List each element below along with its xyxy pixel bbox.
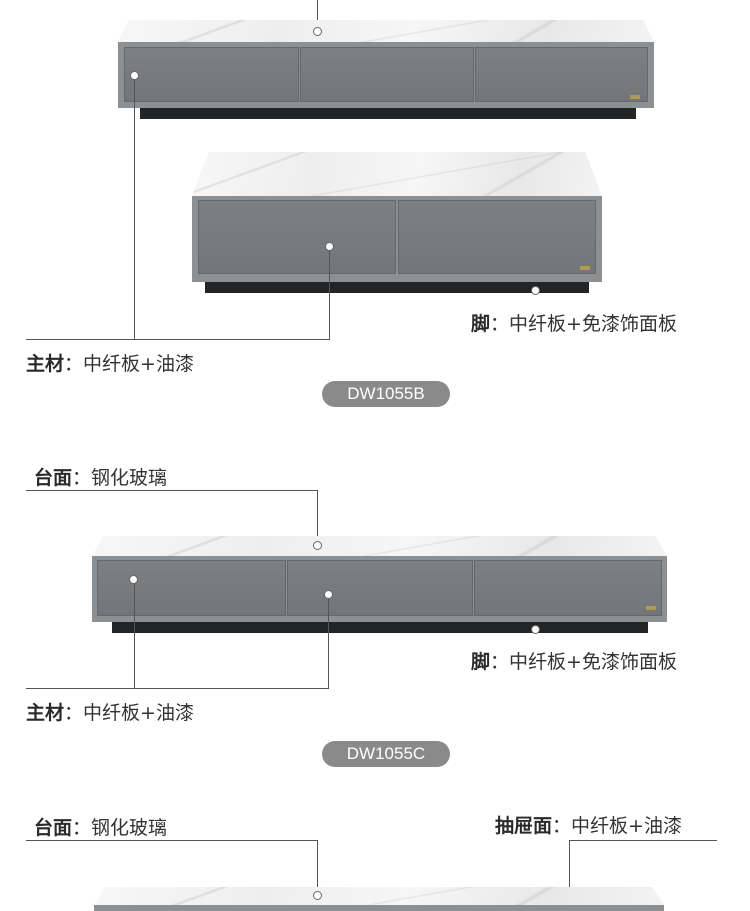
callout-line (134, 584, 135, 688)
top-value: 钢化玻璃 (91, 817, 168, 839)
brand-tag (580, 266, 590, 270)
top-material-label: 台面：钢化玻璃 (34, 817, 168, 839)
marble-top (118, 20, 654, 42)
callout-dot (129, 575, 138, 584)
drawer (198, 200, 396, 274)
foot-label: 脚 (471, 313, 491, 335)
main-label: 主材 (26, 353, 65, 375)
drawer-material-label: 抽屉面：中纤板+油漆 (495, 815, 682, 837)
top-value: 钢化玻璃 (91, 467, 168, 489)
main-material-label: 主材：中纤板+油漆 (26, 353, 194, 375)
callout-line (328, 599, 329, 688)
callout-dot (313, 541, 322, 550)
drawer (398, 200, 596, 274)
brand-tag (630, 95, 640, 99)
callout-line (317, 490, 318, 542)
drawer (300, 47, 474, 102)
callout-dot (531, 286, 540, 295)
main-label: 主材 (26, 702, 65, 724)
main-value: 中纤板+油漆 (83, 702, 194, 724)
callout-line (26, 688, 329, 689)
callout-line (26, 339, 330, 340)
callout-line (26, 490, 318, 491)
drawer (97, 560, 286, 616)
callout-line (569, 840, 717, 841)
callout-dot (325, 242, 334, 251)
callout-dot (313, 27, 322, 36)
cabinet-base (140, 108, 636, 119)
drawer (287, 560, 473, 616)
drawer-label: 抽屉面 (495, 815, 553, 837)
callout-dot (324, 590, 333, 599)
top-label: 台面 (34, 817, 73, 839)
marble-top (94, 887, 664, 905)
marble-top (92, 536, 667, 556)
foot-value: 中纤板+免漆饰面板 (509, 651, 677, 673)
top-material-label: 台面：钢化玻璃 (34, 467, 168, 489)
callout-line (26, 840, 318, 841)
callout-dot (313, 891, 322, 900)
marble-top (192, 152, 602, 196)
foot-material-label: 脚：中纤板+免漆饰面板 (471, 313, 677, 335)
top-label: 台面 (34, 467, 73, 489)
cabinet-base (205, 282, 589, 293)
callout-line (317, 840, 318, 895)
drawer (475, 47, 648, 102)
cabinet-base (112, 622, 648, 633)
callout-dot (130, 71, 139, 80)
main-material-label: 主材：中纤板+油漆 (26, 702, 194, 724)
foot-value: 中纤板+免漆饰面板 (509, 313, 677, 335)
model-badge: DW1055C (322, 741, 450, 767)
callout-line (569, 840, 570, 911)
callout-dot (531, 625, 540, 634)
foot-label: 脚 (471, 651, 491, 673)
drawer (124, 47, 299, 102)
foot-material-label: 脚：中纤板+免漆饰面板 (471, 651, 677, 673)
cabinet-body (94, 905, 664, 911)
callout-line (134, 80, 135, 340)
drawer-value: 中纤板+油漆 (571, 815, 682, 837)
main-value: 中纤板+油漆 (83, 353, 194, 375)
callout-line (317, 0, 318, 28)
drawer (474, 560, 662, 616)
brand-tag (646, 606, 656, 610)
callout-line (329, 251, 330, 340)
model-badge: DW1055B (322, 381, 450, 407)
